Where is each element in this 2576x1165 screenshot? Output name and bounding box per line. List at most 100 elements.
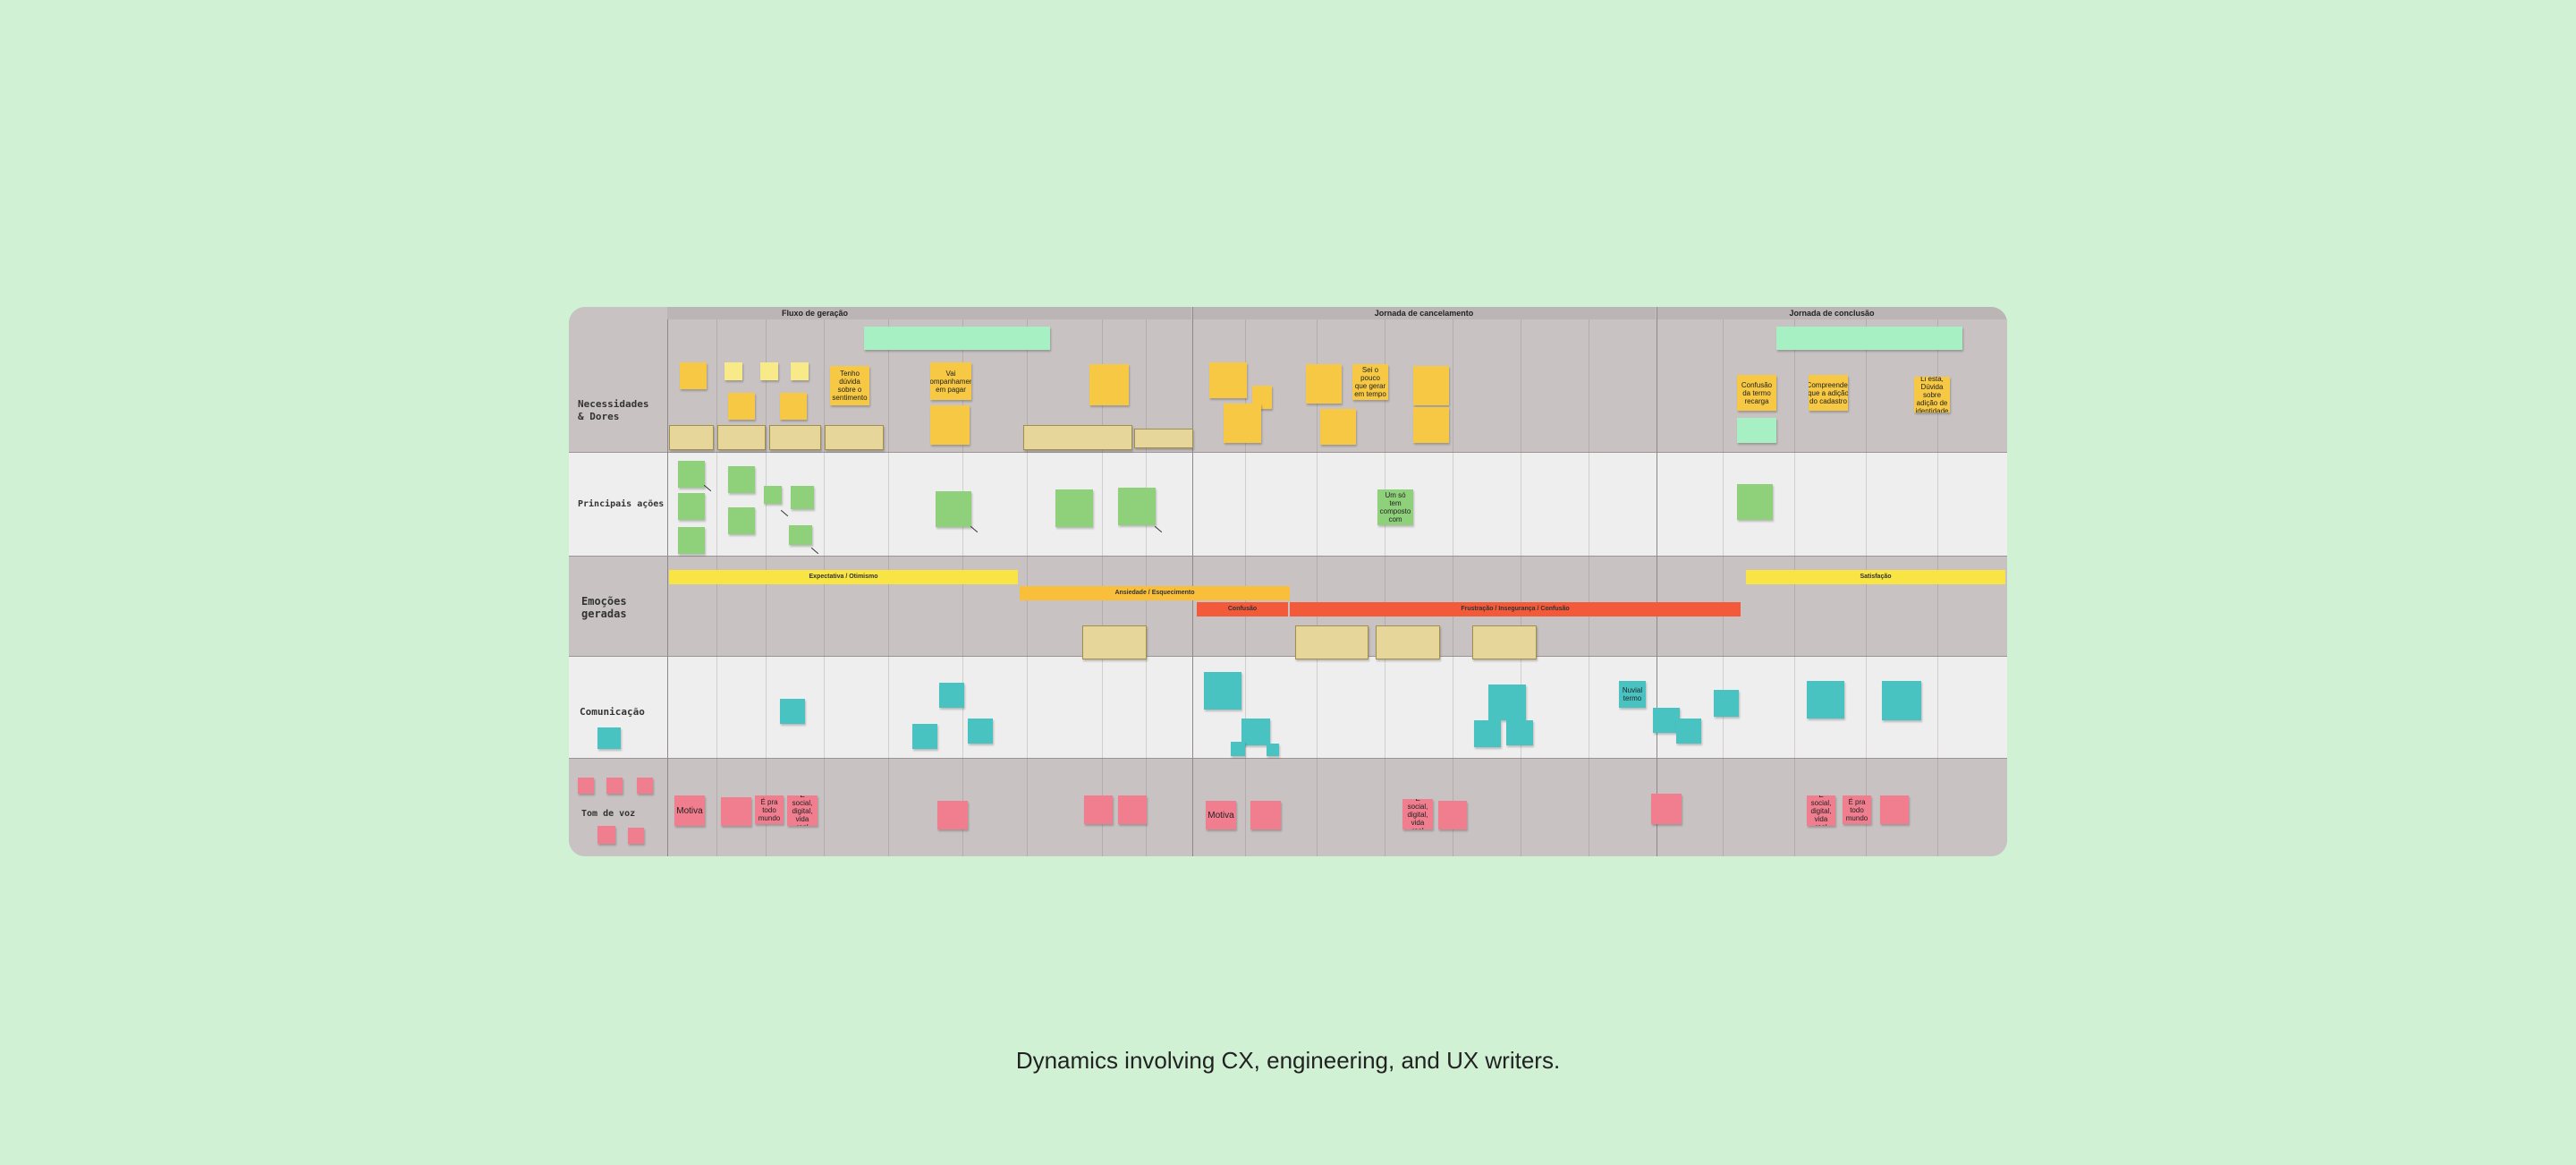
emotion-label: Satisfação <box>1860 574 1892 580</box>
note-yellow[interactable] <box>1252 386 1272 409</box>
note-yellow[interactable] <box>680 362 707 389</box>
tone-note[interactable]: É social, digital, vida real <box>1807 795 1835 826</box>
row-communication <box>569 656 2007 758</box>
note-tan[interactable] <box>1376 625 1440 659</box>
phase-header-generation-ext <box>962 307 1191 320</box>
note-pink[interactable] <box>1084 795 1113 824</box>
emotion-label: Frustração / Insegurança / Confusão <box>1461 606 1570 612</box>
note-mint[interactable] <box>864 327 1050 350</box>
note-teal[interactable] <box>597 727 621 749</box>
journey-map-board: Fluxo de geração Jornada de cancelamento… <box>569 307 2007 856</box>
need-note[interactable]: Vai acompanhamento em pagar <box>930 362 971 400</box>
action-note[interactable]: Um só tem composto com <box>1377 489 1413 525</box>
emotion-bar: Frustração / Insegurança / Confusão <box>1290 602 1741 617</box>
note-tan[interactable] <box>1082 625 1147 659</box>
row-actions <box>569 452 2007 556</box>
note-yellow[interactable] <box>728 393 755 420</box>
note-teal[interactable] <box>1204 672 1241 710</box>
note-pink[interactable] <box>1438 801 1467 829</box>
note-teal[interactable] <box>1474 720 1501 747</box>
emotion-label: Confusão <box>1227 606 1258 612</box>
note-teal[interactable] <box>780 699 805 724</box>
tone-note[interactable]: É pra todo mundo <box>1843 795 1871 824</box>
note-tan[interactable] <box>669 425 714 450</box>
note-green[interactable] <box>678 527 705 554</box>
need-note[interactable]: Li esta, Dúvida sobre adição de identida… <box>1914 377 1950 412</box>
note-pink[interactable] <box>721 797 751 826</box>
note-tan[interactable] <box>1472 625 1537 659</box>
tone-note[interactable]: É pra todo mundo <box>755 795 784 824</box>
note-teal[interactable] <box>939 683 964 708</box>
note-pink[interactable] <box>1118 795 1147 824</box>
note-green[interactable] <box>1055 489 1093 527</box>
note-green[interactable] <box>936 491 971 527</box>
note-pink[interactable] <box>937 801 968 829</box>
need-note[interactable]: Sei o pouco que gerar em tempo <box>1352 364 1388 400</box>
tone-note[interactable]: Motiva <box>1206 801 1236 829</box>
note-yellow[interactable] <box>1089 364 1129 405</box>
note-lightyellow[interactable] <box>760 362 778 380</box>
need-note[interactable]: Tenho dúvida sobre o sentimento <box>830 366 869 405</box>
phase-header-generation: Fluxo de geração <box>667 307 962 320</box>
note-teal[interactable] <box>1714 690 1739 717</box>
note-pink[interactable] <box>628 828 644 844</box>
note-pink[interactable] <box>1250 801 1281 829</box>
row-label-needs: Necessidades & Dores <box>578 398 649 422</box>
note-teal[interactable] <box>1882 681 1921 720</box>
need-note[interactable]: Confusão da termo recarga <box>1737 375 1776 411</box>
note-lightyellow[interactable] <box>791 362 809 380</box>
note-yellow[interactable] <box>1413 407 1449 443</box>
note-yellow[interactable] <box>1306 364 1342 404</box>
note-green[interactable] <box>789 525 812 545</box>
note-yellow[interactable] <box>780 393 807 420</box>
note-teal[interactable] <box>1676 719 1701 744</box>
note-teal[interactable] <box>1267 744 1279 756</box>
note-green[interactable] <box>728 466 755 493</box>
tone-note[interactable]: É social, digital, vida real <box>1402 799 1433 829</box>
note-teal[interactable] <box>968 719 993 744</box>
note-yellow[interactable] <box>1224 404 1261 443</box>
note-tan[interactable] <box>1295 625 1368 659</box>
note-yellow[interactable] <box>1320 409 1356 445</box>
phase-label: Jornada de conclusão <box>1789 309 1875 318</box>
note-pink[interactable] <box>597 826 615 844</box>
note-yellow[interactable] <box>930 405 970 445</box>
note-teal[interactable] <box>1653 708 1680 733</box>
note-tan[interactable] <box>825 425 884 450</box>
note-green[interactable] <box>1118 488 1156 525</box>
note-teal[interactable] <box>912 724 937 749</box>
emotion-bar: Expectativa / Otimismo <box>669 570 1018 584</box>
phase-header-conclusion: Jornada de conclusão <box>1657 307 2007 320</box>
comm-note[interactable]: Nuvial termo <box>1619 681 1646 708</box>
note-pink[interactable] <box>637 778 653 794</box>
note-teal[interactable] <box>1241 719 1270 745</box>
note-pink[interactable] <box>1880 795 1909 824</box>
note-tan[interactable] <box>1023 425 1132 450</box>
note-green[interactable] <box>678 493 705 520</box>
phase-header-cancel: Jornada de cancelamento <box>1192 307 1656 320</box>
note-mint[interactable] <box>1737 418 1776 443</box>
row-label-actions: Principais ações <box>578 499 665 509</box>
note-yellow[interactable] <box>1413 366 1449 405</box>
note-green[interactable] <box>728 507 755 534</box>
note-green[interactable] <box>791 486 814 509</box>
note-teal[interactable] <box>1488 685 1526 720</box>
note-green[interactable] <box>1737 484 1773 520</box>
note-tan[interactable] <box>769 425 821 450</box>
note-green[interactable] <box>764 486 782 504</box>
note-tan[interactable] <box>717 425 766 450</box>
note-lightyellow[interactable] <box>724 362 742 380</box>
note-pink[interactable] <box>578 778 594 794</box>
tone-note[interactable]: Motiva <box>674 795 705 826</box>
note-green[interactable] <box>678 461 705 488</box>
note-tan[interactable] <box>1134 429 1193 448</box>
note-mint[interactable] <box>1776 327 1962 350</box>
note-teal[interactable] <box>1506 720 1533 745</box>
note-pink[interactable] <box>606 778 623 794</box>
note-yellow[interactable] <box>1209 362 1247 398</box>
note-teal[interactable] <box>1807 681 1844 719</box>
note-teal[interactable] <box>1231 742 1245 756</box>
tone-note[interactable]: É social, digital, vida real <box>787 795 818 826</box>
need-note[interactable]: Compreender que a adição do cadastro <box>1809 375 1848 411</box>
note-pink[interactable] <box>1651 794 1682 824</box>
